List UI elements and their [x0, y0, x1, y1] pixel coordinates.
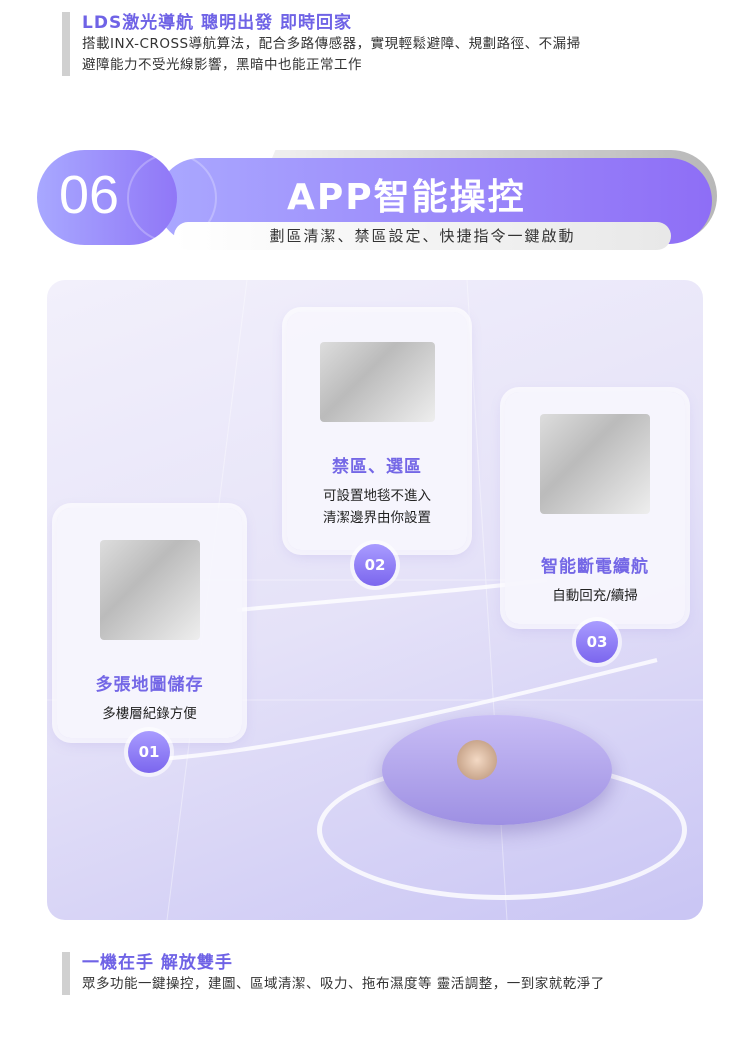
resume-cleaning-map-image	[540, 414, 650, 514]
feature-desc: 清潔邊界由你設置	[323, 510, 431, 526]
feature-title: 智能斷電續航	[541, 557, 649, 577]
section-title: APP智能操控	[287, 177, 526, 218]
feature-desc: 自動回充/續掃	[552, 588, 638, 604]
feature-title: 禁區、選區	[332, 457, 422, 477]
summary-section: 一機在手 解放雙手 眾多功能一鍵操控，建圖、區域清潔、吸力、拖布濕度等 靈活調整…	[62, 952, 605, 995]
section-number: 06	[59, 165, 120, 225]
banner-ring	[127, 153, 217, 243]
feature-card-3: 智能斷電續航 自動回充/續掃	[505, 392, 685, 624]
feature-badge: 02	[354, 544, 396, 586]
intro-line: 搭載INX-CROSS導航算法，配合多路傳感器，實現輕鬆避障、規劃路徑、不漏掃	[82, 36, 581, 52]
intro-line: 避障能力不受光線影響，黑暗中也能正常工作	[82, 57, 362, 73]
summary-line: 眾多功能一鍵操控，建圖、區域清潔、吸力、拖布濕度等 靈活調整，一到家就乾淨了	[82, 976, 605, 992]
summary-heading: 一機在手 解放雙手	[82, 953, 233, 973]
section-subtitle: 劃區清潔、禁區設定、快捷指令一鍵啟動	[174, 222, 671, 250]
feature-card-1: 多張地圖儲存 多樓層紀錄方便	[57, 508, 242, 738]
no-go-zone-map-image	[319, 342, 435, 422]
feature-desc: 多樓層紀錄方便	[102, 706, 197, 722]
feature-title: 多張地圖儲存	[95, 675, 204, 695]
feature-badge: 01	[128, 731, 170, 773]
feature-badge: 03	[576, 621, 618, 663]
intro-section: LDS激光導航 聰明出發 即時回家 搭載INX-CROSS導航算法，配合多路傳感…	[62, 12, 581, 76]
robot-vacuum-image	[382, 715, 612, 825]
feature-card-2: 禁區、選區 可設置地毯不進入 清潔邊界由你設置	[287, 312, 467, 550]
multi-floor-map-image	[99, 540, 200, 640]
feature-panel: 多張地圖儲存 多樓層紀錄方便 01 禁區、選區 可設置地毯不進入 清潔邊界由你設…	[47, 280, 703, 920]
section-banner: 06 APP智能操控 劃區清潔、禁區設定、快捷指令一鍵啟動	[37, 150, 717, 250]
lidar-icon	[457, 740, 497, 780]
feature-desc: 可設置地毯不進入	[323, 488, 431, 504]
intro-heading: LDS激光導航 聰明出發 即時回家	[82, 13, 353, 33]
